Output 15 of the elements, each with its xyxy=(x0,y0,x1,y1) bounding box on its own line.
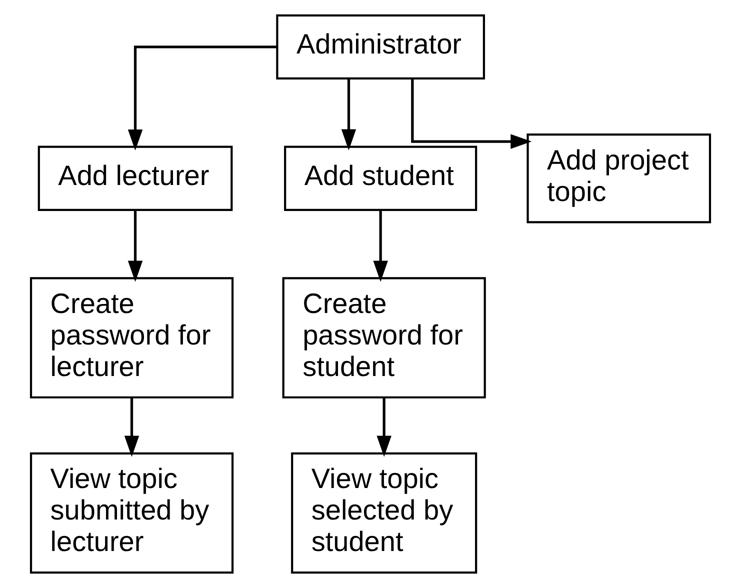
node-box: Add lecturer xyxy=(38,146,233,211)
arrow xyxy=(376,398,392,457)
node-box: View topic selected by student xyxy=(291,452,478,574)
node-box: Add project topic xyxy=(526,134,712,224)
arrow xyxy=(373,210,388,282)
node-box: Add student xyxy=(284,146,478,211)
arrow xyxy=(124,398,140,457)
node-box: Create password for student xyxy=(282,277,486,398)
node-box: View topic submitted by lecturer xyxy=(30,452,234,574)
arrow xyxy=(128,46,277,151)
arrow xyxy=(128,210,143,282)
arrow xyxy=(411,78,532,149)
node-box: Create password for lecturer xyxy=(30,277,234,398)
node-box: Administrator xyxy=(276,14,485,80)
arrow xyxy=(341,78,356,150)
